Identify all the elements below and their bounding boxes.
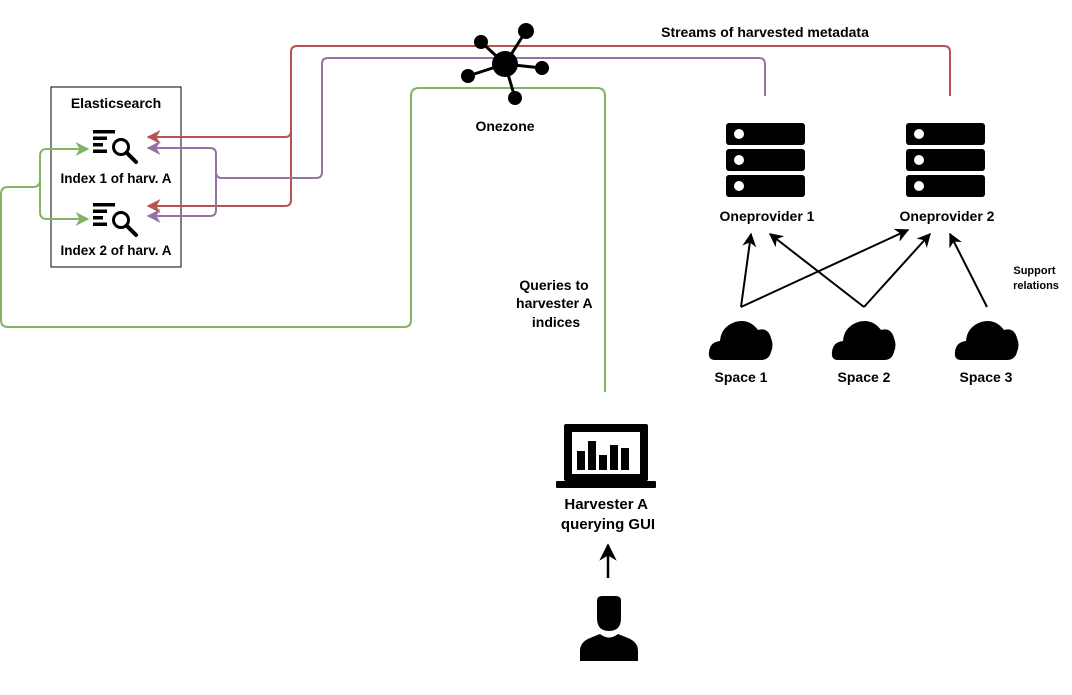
index-1-label: Index 1 of harv. A	[60, 171, 171, 186]
support-arrow	[949, 232, 988, 308]
stream-connector-provider-1	[146, 57, 766, 179]
index-search-icon	[93, 203, 138, 237]
space-3-label: Space 3	[960, 369, 1013, 385]
support-arrow	[740, 228, 910, 308]
support-arrow	[863, 232, 931, 308]
elasticsearch-box	[50, 86, 182, 268]
elasticsearch-title: Elasticsearch	[71, 95, 161, 111]
stream-connector-provider-2-branch	[146, 130, 292, 213]
support-arrow	[768, 233, 865, 308]
index-search-icon	[93, 130, 138, 164]
oneprovider-2-label: Oneprovider 2	[900, 208, 995, 224]
support-arrow	[740, 232, 757, 308]
server-stack-icon	[906, 123, 985, 197]
harvester-gui-label: Harvester A querying GUI	[561, 496, 655, 533]
queries-connector-branch	[39, 180, 90, 226]
stream-connector-provider-1-branch	[146, 172, 217, 223]
laptop-chart-icon	[556, 424, 656, 488]
streams-label: Streams of harvested metadata	[661, 24, 869, 40]
support-relations	[740, 228, 988, 308]
queries-label: Queries to harvester A indices	[516, 277, 596, 330]
network-hub-icon	[461, 23, 549, 105]
server-stack-icon	[726, 123, 805, 197]
cloud-icon	[708, 321, 773, 360]
support-relations-label: Support relations	[1013, 265, 1059, 292]
space-2-label: Space 2	[838, 369, 891, 385]
cloud-icon	[954, 321, 1019, 360]
onezone-label: Onezone	[475, 118, 534, 134]
oneprovider-1-label: Oneprovider 1	[720, 208, 815, 224]
user-icon	[580, 596, 638, 661]
space-1-label: Space 1	[715, 369, 768, 385]
index-2-label: Index 2 of harv. A	[60, 243, 171, 258]
cloud-icon	[831, 321, 896, 360]
stream-connector-provider-2	[146, 45, 951, 144]
